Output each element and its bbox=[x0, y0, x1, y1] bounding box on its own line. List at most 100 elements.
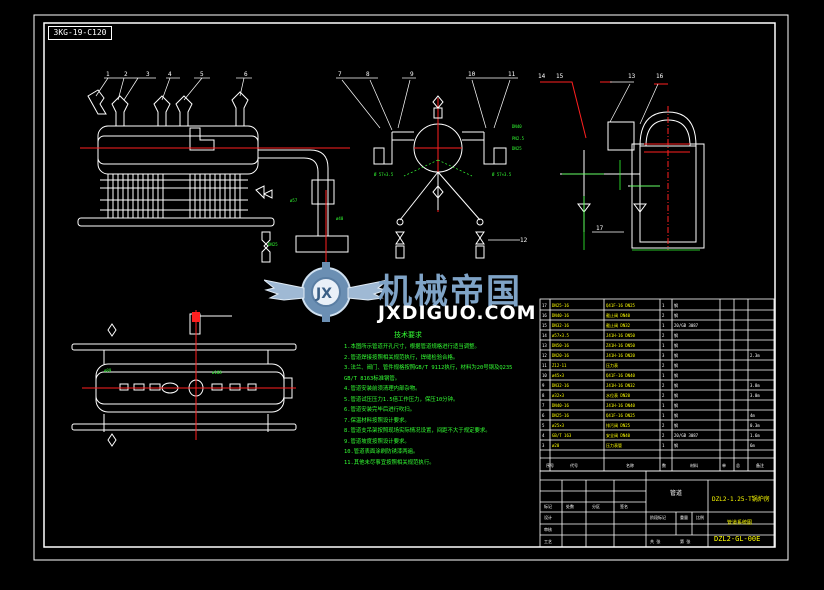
svg-text:Ø 57×3.5: Ø 57×3.5 bbox=[492, 172, 512, 177]
svg-text:11: 11 bbox=[542, 363, 547, 368]
tech-note-6: 6.管道安装完毕后进行吹扫。 bbox=[344, 407, 416, 413]
svg-text:ø57×3.5: ø57×3.5 bbox=[552, 333, 569, 338]
svg-text:共 张: 共 张 bbox=[650, 538, 660, 544]
svg-text:J41H-16 DN20: J41H-16 DN20 bbox=[606, 353, 635, 358]
svg-text:钢: 钢 bbox=[674, 382, 678, 388]
svg-text:DN25: DN25 bbox=[512, 146, 522, 151]
svg-text:9: 9 bbox=[542, 383, 545, 388]
svg-text:钢: 钢 bbox=[674, 402, 678, 408]
svg-text:Q41F-16 DN25: Q41F-16 DN25 bbox=[606, 303, 635, 308]
tech-note-9: 9.管道坡度按照设计要求。 bbox=[344, 438, 410, 445]
svg-text:1.6m: 1.6m bbox=[750, 433, 760, 438]
svg-text:2: 2 bbox=[662, 433, 665, 438]
svg-text:5: 5 bbox=[542, 423, 545, 428]
svg-text:7: 7 bbox=[338, 71, 342, 78]
gear-icon bbox=[296, 262, 356, 322]
svg-text:4: 4 bbox=[168, 71, 172, 78]
svg-text:2: 2 bbox=[662, 423, 665, 428]
svg-text:3.0m: 3.0m bbox=[750, 393, 760, 398]
svg-text:名称: 名称 bbox=[626, 462, 634, 468]
watermark-text: 机械帝国 bbox=[378, 272, 522, 312]
svg-text:安全阀 DN40: 安全阀 DN40 bbox=[606, 432, 631, 438]
svg-text:ø57: ø57 bbox=[290, 198, 298, 203]
svg-text:2: 2 bbox=[662, 383, 665, 388]
drawing-code-tag: 3KG-19-C120 bbox=[48, 26, 112, 40]
svg-text:11: 11 bbox=[508, 71, 516, 78]
tech-note-3b: GB/T 8163标准钢管。 bbox=[344, 375, 401, 382]
svg-text:钢: 钢 bbox=[674, 442, 678, 448]
technical-requirements: 技术要求 1.本图所示管道开孔尺寸，根据管道规格进行适当调整。 2.管道焊接按照… bbox=[344, 330, 544, 468]
svg-text:单: 单 bbox=[722, 462, 726, 468]
svg-text:ø89: ø89 bbox=[104, 368, 112, 373]
parts-list-table bbox=[539, 298, 775, 472]
tech-note-5: 5.管道试压压力1.5倍工作压力，保压10分钟。 bbox=[344, 396, 459, 403]
svg-text:截止阀 DN40: 截止阀 DN40 bbox=[606, 312, 631, 318]
title-block-part-name: 管道系统图 bbox=[727, 520, 753, 526]
svg-text:15: 15 bbox=[542, 323, 547, 328]
economizer-view bbox=[560, 111, 705, 249]
svg-text:1: 1 bbox=[662, 413, 665, 418]
tech-note-2: 2.管道焊接按照相关规范执行，焊缝检验合格。 bbox=[344, 354, 459, 361]
economizer-red bbox=[540, 81, 690, 250]
svg-text:12: 12 bbox=[520, 237, 528, 244]
watermark-logo: JX bbox=[264, 262, 389, 322]
svg-text:签名: 签名 bbox=[620, 503, 628, 509]
leaders-middle bbox=[336, 77, 520, 241]
tech-note-10: 10.管道表面涂刷防锈漆两遍。 bbox=[344, 449, 419, 455]
svg-text:20/GB 3087: 20/GB 3087 bbox=[674, 323, 699, 328]
svg-text:1: 1 bbox=[662, 403, 665, 408]
wings-icon bbox=[264, 279, 389, 301]
tech-note-1: 1.本图所示管道开孔尺寸，根据管道规格进行适当调整。 bbox=[344, 344, 480, 350]
tube-bank bbox=[100, 174, 248, 218]
svg-text:20/GB 3087: 20/GB 3087 bbox=[674, 433, 699, 438]
svg-text:3: 3 bbox=[542, 443, 545, 448]
svg-text:Ø 57×3.5: Ø 57×3.5 bbox=[374, 172, 394, 177]
svg-text:分区: 分区 bbox=[592, 503, 600, 509]
svg-text:0.3m: 0.3m bbox=[750, 423, 760, 428]
tech-note-4: 4.管道安装前须清理内部杂物。 bbox=[344, 386, 421, 392]
svg-text:Q41F-16 DN40: Q41F-16 DN40 bbox=[606, 373, 635, 378]
svg-text:16: 16 bbox=[656, 73, 664, 80]
svg-text:14: 14 bbox=[538, 73, 546, 80]
svg-text:PN2.5: PN2.5 bbox=[512, 136, 525, 141]
tech-note-8: 8.管道支吊架按照现场实际情况设置，间距不大于规定要求。 bbox=[344, 428, 491, 434]
svg-text:钢: 钢 bbox=[674, 392, 678, 398]
tech-notes-title: 技术要求 bbox=[394, 331, 422, 339]
svg-text:代号: 代号 bbox=[570, 462, 578, 468]
svg-text:钢: 钢 bbox=[674, 332, 678, 338]
svg-text:DN32-16: DN32-16 bbox=[552, 383, 569, 388]
svg-text:8: 8 bbox=[366, 71, 370, 78]
svg-text:J41H-16 DN32: J41H-16 DN32 bbox=[606, 383, 635, 388]
svg-text:16: 16 bbox=[542, 313, 547, 318]
svg-text:压力表: 压力表 bbox=[606, 362, 618, 368]
svg-text:ø108: ø108 bbox=[212, 370, 222, 375]
title-block-drawing-title: 管道 bbox=[670, 490, 683, 497]
sheet-border-inner bbox=[43, 22, 776, 548]
svg-text:序号: 序号 bbox=[546, 462, 554, 468]
svg-text:2.3m: 2.3m bbox=[750, 353, 760, 358]
svg-text:标记: 标记 bbox=[544, 503, 552, 509]
svg-text:7: 7 bbox=[542, 403, 545, 408]
svg-text:13: 13 bbox=[628, 73, 636, 80]
safety-valves bbox=[87, 89, 249, 151]
svg-text:设计: 设计 bbox=[544, 514, 552, 520]
svg-text:6: 6 bbox=[244, 71, 248, 78]
svg-text:ø40: ø40 bbox=[336, 216, 344, 221]
svg-text:Z12-11: Z12-11 bbox=[552, 363, 567, 368]
svg-text:数: 数 bbox=[662, 462, 666, 468]
tech-note-11: 11.其他未尽事宜按照相关规范执行。 bbox=[344, 459, 435, 466]
svg-text:钢: 钢 bbox=[674, 372, 678, 378]
title-block bbox=[539, 470, 775, 548]
svg-text:处数: 处数 bbox=[566, 503, 574, 509]
svg-text:DN40: DN40 bbox=[512, 124, 522, 129]
svg-text:水位表 DN20: 水位表 DN20 bbox=[606, 392, 631, 398]
svg-text:钢: 钢 bbox=[674, 362, 678, 368]
svg-text:17: 17 bbox=[596, 225, 604, 232]
svg-text:截止阀 DN32: 截止阀 DN32 bbox=[606, 322, 631, 328]
svg-text:钢: 钢 bbox=[674, 422, 678, 428]
svg-text:DN20-16: DN20-16 bbox=[552, 353, 569, 358]
svg-text:10: 10 bbox=[542, 373, 547, 378]
